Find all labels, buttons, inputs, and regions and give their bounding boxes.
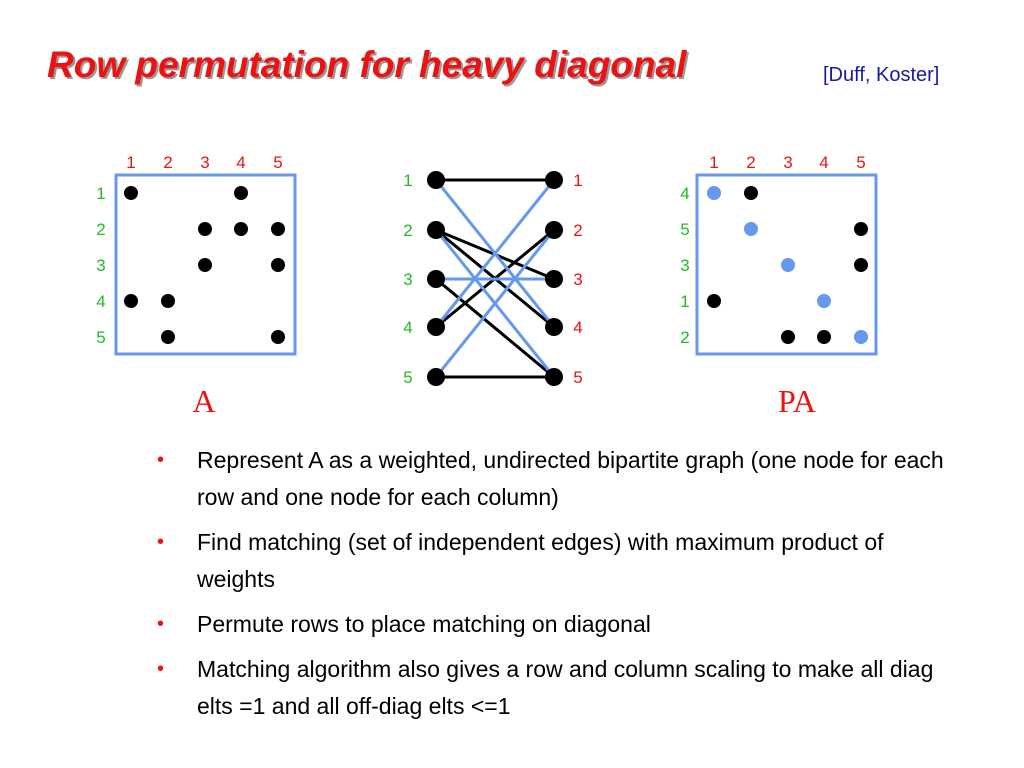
matching-edge	[434, 179, 556, 328]
citation: [Duff, Koster]	[823, 64, 940, 86]
bullet-item: • Permute rows to place matching on diago…	[155, 606, 955, 643]
column-node	[545, 270, 563, 288]
matching-edge	[434, 229, 556, 378]
matrix-a-entry	[271, 330, 285, 344]
matrix-a-entry	[271, 258, 285, 272]
matrix-a-entry	[161, 330, 175, 344]
matrix-pa-label: PA	[778, 383, 816, 419]
matrix-pa-row-label: 3	[680, 256, 689, 275]
bipartite-graph: 1 2 3 4 5 1 2 3 4 5	[403, 171, 583, 387]
matrix-pa-diagonal-entry	[854, 330, 868, 344]
bullet-text: Represent A as a weighted, undirected bi…	[197, 447, 944, 510]
column-node-label: 3	[573, 270, 582, 289]
matrix-pa-row-label: 1	[680, 292, 689, 311]
bullet-text: Matching algorithm also gives a row and …	[197, 656, 934, 719]
bullet-item: • Matching algorithm also gives a row and…	[155, 651, 955, 725]
matrix-a-entry	[161, 294, 175, 308]
row-node-label: 2	[403, 221, 412, 240]
matrix-a-col-label: 5	[273, 153, 282, 172]
bullet-marker: •	[157, 613, 165, 635]
bullet-marker: •	[157, 658, 165, 680]
row-node-label: 4	[403, 318, 412, 337]
matrix-a-entry	[124, 294, 138, 308]
matrix-pa-entry	[854, 258, 868, 272]
bullet-item: • Represent A as a weighted, undirected b…	[155, 442, 955, 516]
matrix-pa-entry	[744, 186, 758, 200]
column-node-label: 5	[573, 368, 582, 387]
column-node	[545, 171, 563, 189]
matrix-a-entry	[234, 222, 248, 236]
graph-edge	[435, 277, 555, 379]
matrix-a-entry	[124, 186, 138, 200]
matrix-a-entry	[234, 186, 248, 200]
matrix-pa-diagonal-entry	[744, 222, 758, 236]
matrix-pa-row-label: 2	[680, 328, 689, 347]
matrix-a-entry	[198, 258, 212, 272]
row-node	[427, 318, 445, 336]
matrix-a-col-label: 4	[236, 153, 245, 172]
matrix-a-label: A	[192, 383, 215, 419]
matrix-pa-row-label: 5	[680, 220, 689, 239]
matrix-a-col-label: 2	[163, 153, 172, 172]
column-node-label: 1	[573, 171, 582, 190]
matrix-a-frame	[114, 173, 297, 356]
matrix-a-entry	[198, 222, 212, 236]
row-node-label: 3	[403, 270, 412, 289]
bullet-marker: •	[157, 531, 165, 553]
slide-title: Row permutation for heavy diagonal	[47, 44, 687, 85]
bullet-list: • Represent A as a weighted, undirected b…	[155, 442, 955, 733]
row-node	[427, 221, 445, 239]
matrix-pa-entry	[854, 222, 868, 236]
bullet-marker: •	[157, 449, 165, 471]
column-node-label: 2	[573, 221, 582, 240]
row-node	[427, 270, 445, 288]
column-node	[545, 221, 563, 239]
matrix-a-col-label: 3	[200, 153, 209, 172]
matrix-pa-diagonal-entry	[781, 258, 795, 272]
matrix-pa-frame	[695, 173, 878, 356]
row-node-label: 1	[403, 171, 412, 190]
matrix-pa-col-label: 1	[709, 153, 718, 172]
matrix-a-row-label: 2	[96, 220, 105, 239]
row-node	[427, 368, 445, 386]
matrix-pa: 1 2 3 4 5 4 5 3 1 2PA	[680, 153, 878, 419]
bullet-text: Find matching (set of independent edges)…	[197, 529, 884, 592]
matrix-pa-col-label: 3	[783, 153, 792, 172]
matrix-pa-entry	[707, 294, 721, 308]
matrix-pa-entry	[781, 330, 795, 344]
matrix-pa-col-label: 2	[746, 153, 755, 172]
row-node	[427, 171, 445, 189]
bullet-item: • Find matching (set of independent edges…	[155, 524, 955, 598]
matrix-a-row-label: 3	[96, 256, 105, 275]
column-node	[545, 368, 563, 386]
matrix-pa-col-label: 4	[819, 153, 828, 172]
matrix-pa-row-label: 4	[680, 184, 689, 203]
matrix-a-row-label: 4	[96, 292, 105, 311]
matrix-a-row-label: 1	[96, 184, 105, 203]
matrix-pa-entry	[817, 330, 831, 344]
matrix-pa-diagonal-entry	[817, 294, 831, 308]
matrix-a-entry	[271, 222, 285, 236]
matrix-a-row-label: 5	[96, 328, 105, 347]
matrix-a-col-label: 1	[126, 153, 135, 172]
bullet-text: Permute rows to place matching on diagon…	[197, 611, 651, 637]
column-node	[545, 318, 563, 336]
column-node-label: 4	[573, 318, 582, 337]
matrix-pa-diagonal-entry	[707, 186, 721, 200]
diagram-canvas: 1 2 3 4 5 1 2 3 4 5A 1 2 3 4 5 1 2 3 4 5 1 2 3 4 5 4 5 3 1 2PA	[96, 153, 878, 419]
row-node-label: 5	[403, 368, 412, 387]
matrix-pa-col-label: 5	[856, 153, 865, 172]
matrix-a: 1 2 3 4 5 1 2 3 4 5A	[96, 153, 297, 419]
